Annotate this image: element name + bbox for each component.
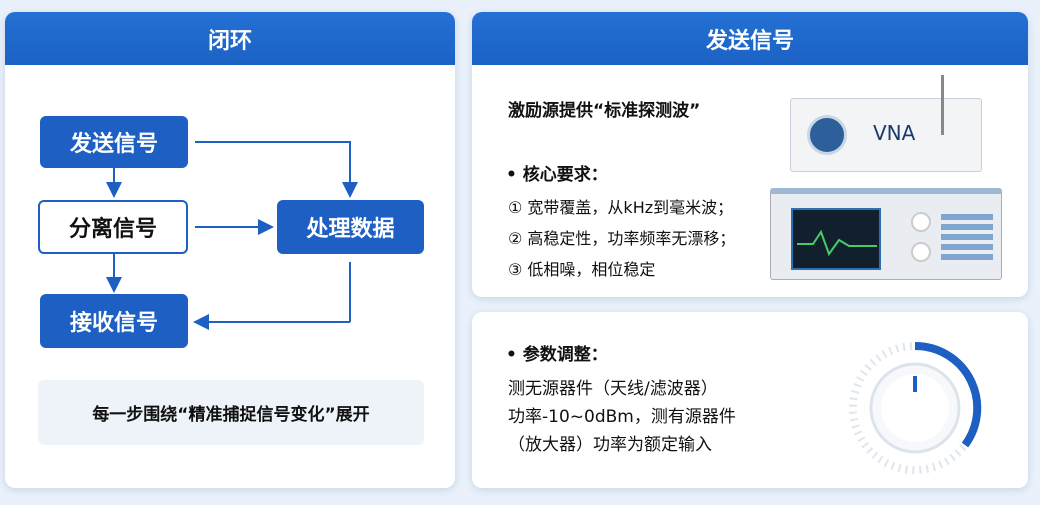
arrow-receive-to-process (197, 262, 351, 322)
loop-note: 每一步围绕“精准捕捉信号变化”展开 (38, 380, 424, 445)
step-process-data: 处理数据 (277, 200, 424, 254)
step-send-signal: 发送信号 (40, 116, 188, 168)
parameter-line: （放大器）功率为额定输入 (508, 435, 712, 455)
arrow-send-to-process (195, 141, 358, 198)
closed-loop-title: 闭环 (5, 12, 455, 65)
signal-generator-image (770, 188, 1002, 280)
power-knob-icon (849, 341, 982, 474)
step-receive-signal: 接收信号 (40, 294, 188, 348)
requirement-item: ① 宽带覆盖，从kHz到毫米波； (508, 198, 734, 217)
requirements-title: • 核心要求： (506, 165, 608, 185)
parameter-card: • 参数调整： 测无源器件（天线/滤波器） 功率-10~0dBm，测有源器件 （… (472, 312, 1028, 488)
requirement-item: ③ 低相噪，相位稳定 (508, 260, 656, 279)
antenna (941, 75, 944, 135)
vna-label: VNA (873, 121, 916, 145)
flow-arrows (106, 141, 358, 488)
exciter-heading: 激励源提供“标准探测波” (508, 101, 701, 121)
step-separate-signal: 分离信号 (38, 200, 188, 254)
vna-device-image: VNA (790, 75, 982, 172)
send-signal-card: 发送信号 激励源提供“标准探测波” • 核心要求： ① 宽带覆盖，从kHz到毫米… (472, 12, 1028, 297)
closed-loop-card: 闭环 发送信号 分离信号 处理数据 接收信号 每一步围绕“精准捕捉信号变化”展开 (5, 12, 455, 488)
parameter-line: 功率-10~0dBm，测有源器件 (508, 407, 736, 427)
parameter-line: 测无源器件（天线/滤波器） (508, 379, 718, 399)
generator-screen (791, 208, 881, 270)
parameter-title: • 参数调整： (506, 345, 608, 365)
send-signal-title: 发送信号 (472, 12, 1028, 65)
requirement-item: ② 高稳定性，功率频率无漂移； (508, 229, 736, 248)
vna-knob (807, 115, 847, 155)
